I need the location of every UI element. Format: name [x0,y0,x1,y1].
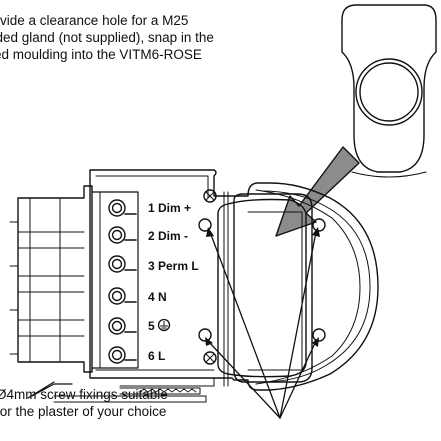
terminal-label-2: 2 Dim - [148,229,188,243]
gland-moulding [341,4,437,178]
screw-icon [108,255,126,273]
earth-screw-top [203,189,217,203]
screw-icon [108,226,126,244]
earth-icon [157,318,171,332]
terminal-screws [108,199,137,364]
terminal-block [9,185,139,373]
leader-lines [207,231,317,419]
terminal-label-3: 3 Perm L [148,259,199,273]
terminal-label-4: 4 N [148,290,167,304]
terminal-label-6: 6 L [148,349,165,363]
fixings-text: Ø4mm screw fixings suitable for the plas… [0,387,168,419]
screw-icon [108,346,126,364]
instructions-text: rovide a clearance hole for a M25 aded g… [0,13,214,62]
ceiling-rose-base [89,169,379,391]
earth-screw-bottom [203,351,217,365]
screw-icon [108,317,126,335]
terminal-label-5: 5 [148,319,155,333]
insertion-arrow-icon [275,146,360,237]
screw-icon [108,287,126,305]
fixing-holes [198,218,326,342]
leader-arrowheads [205,227,320,347]
screw-icon [108,199,126,217]
terminal-label-1: 1 Dim + [148,201,191,215]
cable-strap [27,381,73,399]
